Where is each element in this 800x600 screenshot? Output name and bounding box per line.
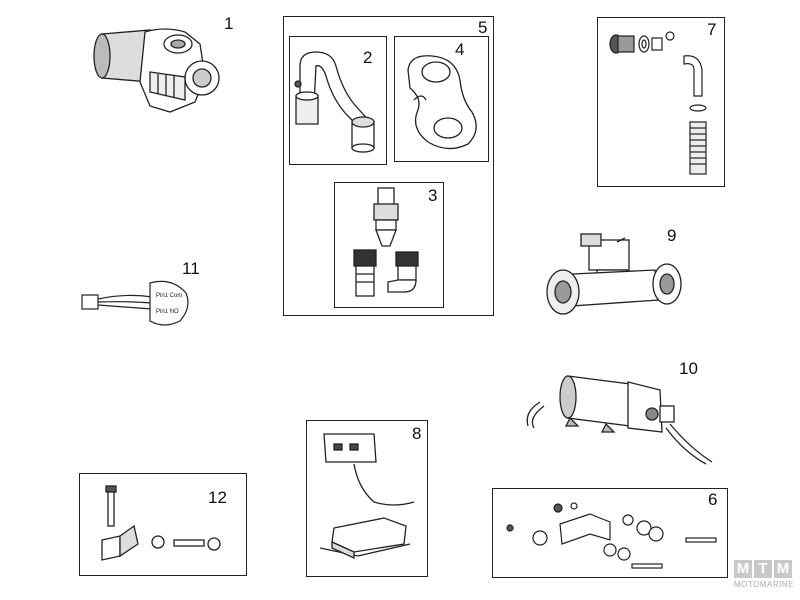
brand-watermark: M T M MOTOMARINE — [734, 560, 796, 596]
box-part-7 — [597, 17, 725, 187]
watermark-letter: M — [734, 560, 752, 578]
watermark-text: MOTOMARINE — [734, 580, 794, 589]
callout-9: 9 — [667, 226, 677, 245]
box-part-8 — [306, 420, 428, 577]
check-valve-part — [353, 187, 419, 297]
switch-harness-part: Pin1 Com Pin1 NO — [81, 280, 189, 326]
callout-2: 2 — [363, 48, 373, 67]
elbow-hose-part — [294, 51, 375, 153]
switch-label-lower: Pin1 NO — [156, 309, 179, 315]
bracket-bolt-part — [101, 485, 221, 561]
switch-label-upper: Pin1 Com — [156, 293, 182, 299]
fitting-kit-part — [609, 31, 707, 175]
gasket-part — [407, 55, 477, 150]
mount-bracket-part — [506, 502, 717, 569]
callout-11: 11 — [182, 259, 200, 278]
box-part-6 — [492, 488, 728, 578]
solenoid-valve-part — [546, 233, 682, 315]
electric-pump-part — [526, 375, 713, 465]
callout-4: 4 — [455, 40, 465, 59]
control-panel-part — [319, 433, 415, 560]
callout-3: 3 — [428, 186, 438, 205]
watermark-letter: T — [754, 560, 772, 578]
group-box-5 — [283, 16, 494, 316]
callout-6: 6 — [708, 490, 718, 509]
callout-7: 7 — [707, 20, 717, 39]
callout-8: 8 — [412, 424, 422, 443]
callout-5: 5 — [478, 18, 488, 37]
callout-1: 1 — [224, 14, 234, 33]
box-part-2 — [289, 36, 387, 165]
callout-12: 12 — [208, 488, 227, 507]
pump-motor-part — [93, 28, 220, 113]
watermark-letter: M — [774, 560, 792, 578]
callout-10: 10 — [679, 359, 698, 378]
box-part-4 — [394, 36, 489, 162]
box-part-3 — [334, 182, 444, 308]
box-part-12 — [79, 473, 247, 576]
